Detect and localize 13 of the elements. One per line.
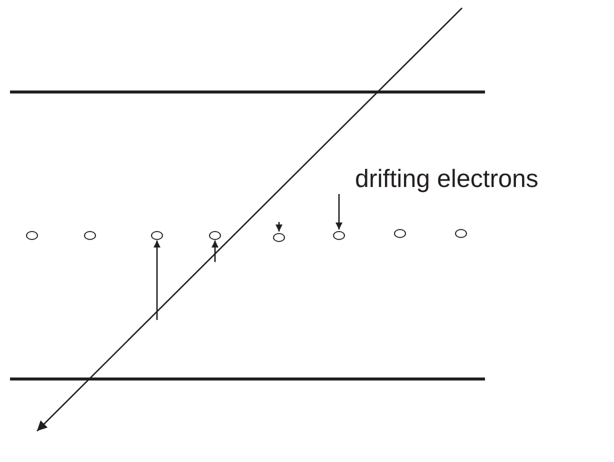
- drift-arrow: [336, 194, 342, 230]
- drift-arrow: [154, 240, 160, 320]
- wire-circle: [333, 230, 345, 240]
- drift-arrow: [276, 222, 282, 232]
- wire-circle: [394, 228, 406, 238]
- drift-arrow: [212, 240, 218, 262]
- wire-circle: [273, 232, 285, 242]
- wire-circle: [455, 228, 467, 238]
- wire-circle: [209, 230, 221, 240]
- wire-circle: [151, 230, 163, 240]
- wire-circle: [84, 230, 96, 240]
- wire-circle: [26, 230, 38, 240]
- annotation-text: drifting electrons: [355, 165, 538, 194]
